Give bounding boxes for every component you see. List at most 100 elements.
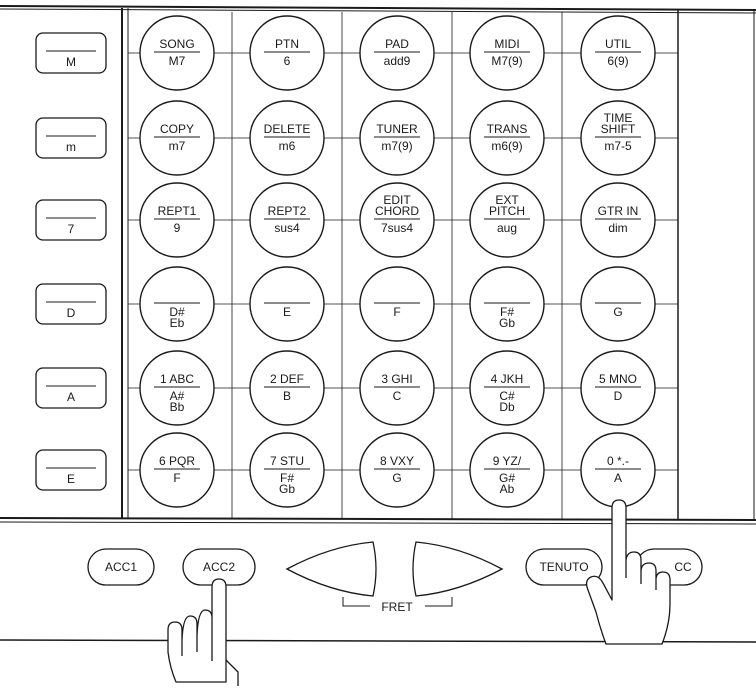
pad-function-label: 1 ABC [160,372,194,386]
pad-chord-label: 7sus4 [381,221,413,235]
pad-chord-label: dim [608,221,627,235]
side-key-label: E [67,472,75,486]
acc1-label: ACC1 [105,560,137,574]
side-key-label: D [67,306,76,320]
pad-r5-c2[interactable]: 2 DEF B [249,350,325,426]
pad-chord-label: aug [497,221,517,235]
side-key-2[interactable]: m [35,117,107,159]
pad-chord-label: 6(9) [607,54,628,68]
pad-r1-c1[interactable]: SONG M7 [139,15,215,91]
panel-frame [0,5,756,643]
triangle-left-icon [285,541,377,597]
pad-r1-c5[interactable]: UTIL 6(9) [580,15,656,91]
tenuto-label: TENUTO [539,560,588,574]
pad-chord-label: G [613,305,622,319]
pad-function-label: COPY [160,122,194,136]
pad-function-label: UTIL [605,37,631,51]
pad-function-label: 6 PQR [159,454,195,468]
pad-chord-label: E [283,305,291,319]
side-key-label: 7 [68,222,75,236]
pad-function-label: 9 YZ/ [493,454,522,468]
pad-chord-label: sus4 [274,221,300,235]
pad-chord-label: Eb [170,316,185,330]
pad-chord-label: C# [499,389,515,403]
cc-label: CC [674,560,692,574]
pad-r5-c4[interactable]: 4 JKH C#Db [469,350,545,426]
pad-r4-c5[interactable]: G [580,266,656,342]
pad-chord-label: 9 [174,221,181,235]
pad-function-label: PTN [275,37,299,51]
pad-chord-label: m6 [279,139,296,153]
side-key-6[interactable]: E [35,449,107,491]
pad-r6-c1[interactable]: 6 PQR F [139,432,215,508]
tenuto-button[interactable]: TENUTO [525,548,603,586]
pad-function-label: 8 VXY [380,454,414,468]
pad-chord-label: Gb [499,316,515,330]
pad-function-label: 4 JKH [491,372,524,386]
pad-r3-c1[interactable]: REPT1 9 [139,182,215,258]
pad-r6-c4[interactable]: 9 YZ/G#Ab [469,432,545,508]
pad-chord-label: D [614,389,623,403]
pad-function-label: 5 MNO [599,372,637,386]
side-key-3[interactable]: 7 [35,199,107,241]
pad-chord-label: F# [280,471,294,485]
pad-r4-c1[interactable]: D#Eb [139,266,215,342]
pad-chord-label: A# [170,389,185,403]
side-key-5[interactable]: A [35,367,107,409]
pad-r3-c5[interactable]: GTR IN dim [580,182,656,258]
pad-function-label: EDIT [383,193,411,207]
pad-function-label: DELETE [264,122,311,136]
pad-function-label: REPT1 [158,204,197,218]
pad-chord-label: F [393,305,400,319]
pad-r5-c3[interactable]: 3 GHI C [359,350,435,426]
pad-r5-c1[interactable]: 1 ABC A#Bb [139,350,215,426]
pad-r6-c5[interactable]: 0 *.-A [580,432,656,508]
pad-function-label: PAD [385,37,409,51]
pad-chord-label: D# [169,305,185,319]
pad-function-label: 3 GHI [381,372,412,386]
side-key-4[interactable]: D [35,283,107,325]
fret-right-button[interactable] [412,541,504,597]
pad-function-label: MIDI [494,37,519,51]
pad-function-label: 0 *.- [607,454,629,468]
side-key-label: A [67,390,75,404]
pad-function-label: 2 DEF [270,372,304,386]
pad-function-label: SONG [159,37,194,51]
pad-r5-c5[interactable]: 5 MNO D [580,350,656,426]
triangle-right-icon [412,541,504,597]
pad-chord-label: B [283,389,291,403]
fret-label: FRET [381,600,413,614]
pad-chord-label: F [173,471,180,485]
pad-chord-label: 6 [284,54,291,68]
side-key-1[interactable]: M [35,32,107,74]
pad-r2-c2[interactable]: DELETE m6 [249,100,325,176]
pad-function-label: GTR IN [598,204,639,218]
acc2-label: ACC2 [203,560,235,574]
pad-r4-c4[interactable]: F#Gb [469,266,545,342]
pad-chord-label: Db [499,400,515,414]
fret-left-button[interactable] [285,541,377,597]
pad-chord-label: Bb [170,400,185,414]
pad-r4-c3[interactable]: F [359,266,435,342]
pad-chord-label: m6(9) [491,139,522,153]
acc1-button[interactable]: ACC1 [87,548,155,586]
pad-chord-label: M7 [169,54,186,68]
pad-chord-label: G# [499,471,515,485]
pad-function-label: PITCH [489,204,525,218]
pad-r4-c2[interactable]: E [249,266,325,342]
pad-r1-c2[interactable]: PTN 6 [249,15,325,91]
pad-chord-label: C [393,389,402,403]
